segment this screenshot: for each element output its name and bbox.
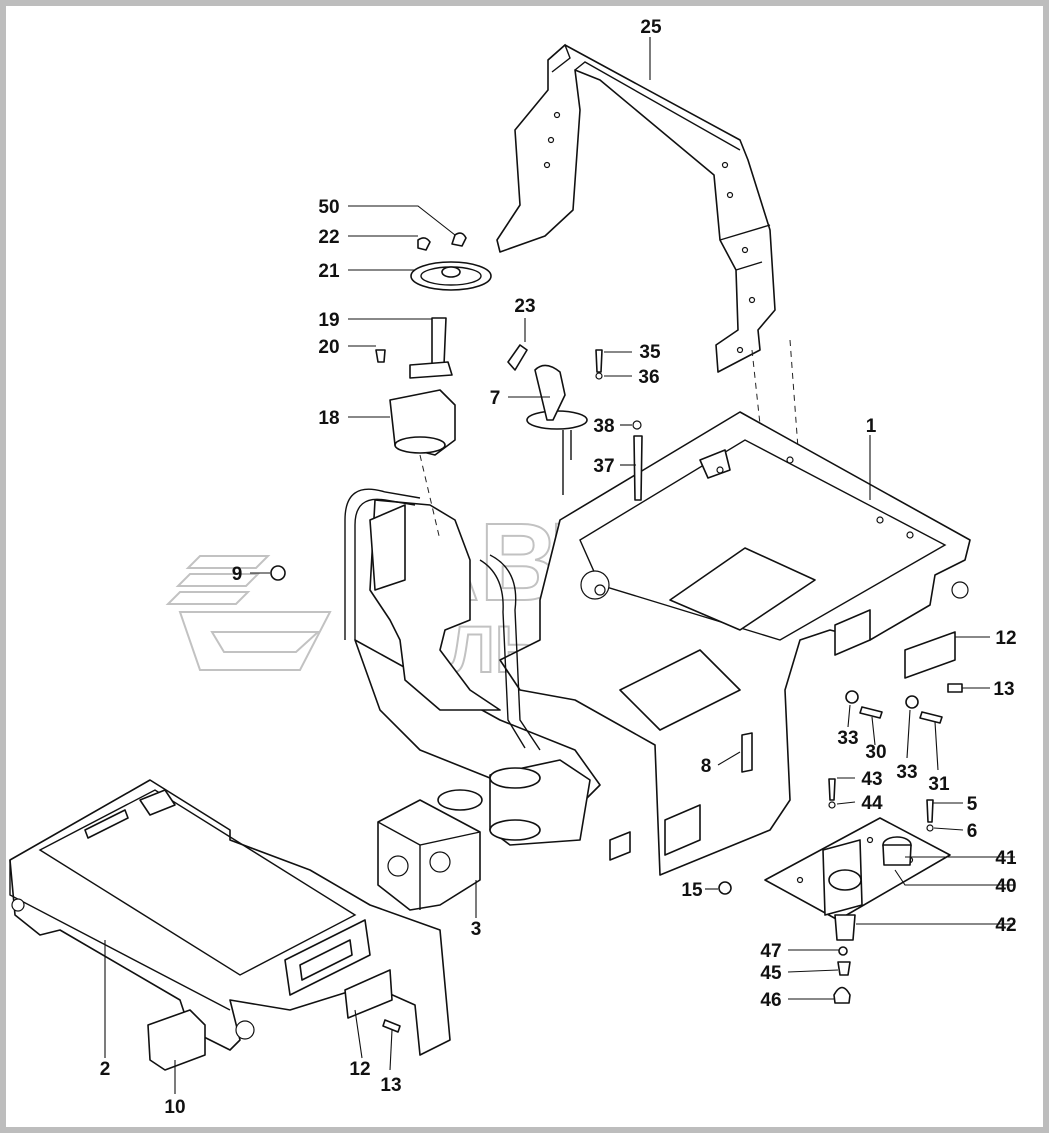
callout-23: 23 [514, 296, 535, 317]
assembly-guide-line [419, 454, 441, 541]
callout-8: 8 [701, 756, 712, 777]
part-23-pad [507, 344, 528, 371]
callout-13-right: 13 [993, 679, 1014, 700]
callout-36: 36 [638, 367, 659, 388]
part-3-seat-bracket [377, 789, 483, 911]
part-36-washer [595, 372, 603, 380]
callout-33-b: 33 [896, 762, 917, 783]
part-33-washer-b [905, 695, 919, 709]
callout-38: 38 [593, 416, 614, 437]
callout-33-a: 33 [837, 728, 858, 749]
callout-25: 25 [640, 17, 662, 38]
callout-31: 31 [928, 774, 950, 795]
callout-41: 41 [995, 848, 1017, 869]
callout-9: 9 [232, 564, 243, 585]
steering-assembly [375, 232, 492, 541]
callout-37: 37 [593, 456, 614, 477]
callout-21: 21 [318, 261, 340, 282]
operator-seat [344, 488, 601, 846]
callout-6: 6 [967, 821, 978, 842]
part-5-bolt [926, 799, 934, 823]
part-10-block [147, 1009, 206, 1071]
part-2-lower-frame [9, 779, 451, 1056]
callout-35: 35 [639, 342, 661, 363]
callout-7: 7 [490, 388, 501, 409]
callout-46: 46 [760, 990, 781, 1011]
part-22-clip [417, 237, 431, 251]
part-50-cap [451, 232, 467, 247]
part-20-bolt [375, 349, 386, 363]
part-1-main-frame [499, 411, 971, 876]
callout-labels: 25 50 22 21 19 20 18 23 35 36 7 38 37 1 … [100, 17, 1017, 1118]
part-8-pad [741, 732, 753, 773]
callout-5: 5 [967, 794, 978, 815]
callout-43: 43 [861, 769, 882, 790]
callout-47: 47 [760, 941, 781, 962]
leader-lines [104, 37, 1015, 1094]
callout-2: 2 [100, 1059, 111, 1080]
part-33-washer-a [845, 690, 859, 704]
callout-3: 3 [471, 919, 482, 940]
callout-19: 19 [318, 310, 339, 331]
lever-assembly [507, 344, 643, 501]
part-13-bolt-left [382, 1019, 401, 1033]
part-38-ring [632, 420, 642, 430]
part-37-rod [633, 435, 643, 501]
callout-22: 22 [318, 227, 339, 248]
part-31-bolt [919, 711, 943, 724]
callout-45: 45 [760, 963, 782, 984]
callout-12-left: 12 [349, 1059, 370, 1080]
callout-44: 44 [861, 793, 883, 814]
part-35-bolt [595, 349, 603, 373]
callout-30: 30 [865, 742, 886, 763]
part-43-bolt [828, 778, 836, 801]
callout-20: 20 [318, 337, 339, 358]
part-12-pad-left [344, 969, 393, 1019]
callout-15: 15 [681, 880, 703, 901]
callout-50: 50 [318, 197, 339, 218]
part-19-column [431, 317, 447, 366]
part-12-pad-right [904, 631, 956, 679]
part-45-nipple [837, 961, 851, 976]
part-46-cap [833, 986, 851, 1004]
callout-13-left: 13 [380, 1075, 401, 1096]
callout-42: 42 [995, 915, 1016, 936]
part-9-nut [270, 565, 286, 581]
part-47-ring [838, 946, 848, 956]
part-44-washer [828, 801, 836, 809]
callout-1: 1 [866, 416, 877, 437]
part-30-bolt [859, 706, 883, 719]
callout-12-right: 12 [995, 628, 1016, 649]
callout-40: 40 [995, 876, 1016, 897]
watermark-logo [165, 555, 332, 671]
part-13-bolt-right [947, 683, 963, 693]
part-15-nut [718, 881, 732, 895]
callout-18: 18 [318, 408, 339, 429]
part-25-rops-frame [496, 43, 776, 373]
part-6-washer [926, 824, 934, 832]
callout-10: 10 [164, 1097, 185, 1118]
part-7-lever-base [526, 410, 588, 430]
